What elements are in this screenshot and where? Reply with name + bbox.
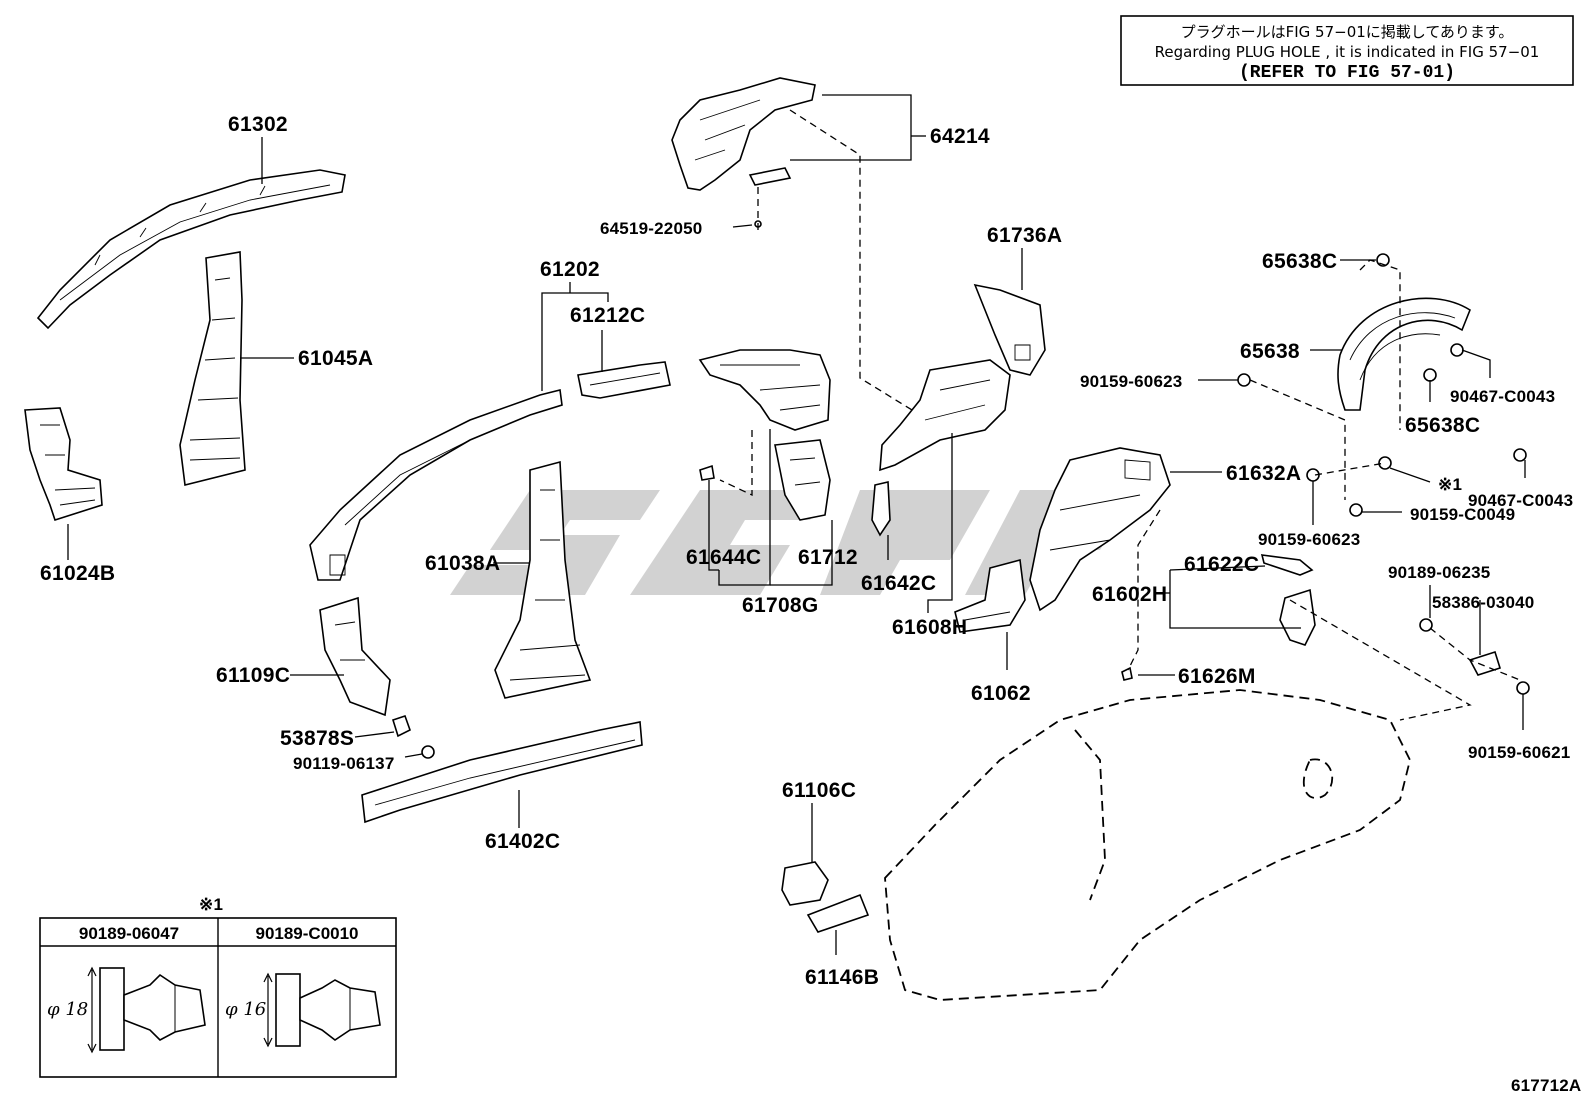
table-col-90189-C0010: 90189-C0010 <box>255 924 358 943</box>
clip-drawing-2: φ 16 <box>225 972 381 1048</box>
note-line-refer: (REFER TO FIG 57-01) <box>1239 63 1455 83</box>
part-61109C-shape <box>319 596 391 717</box>
label-61045A[interactable]: 61045A <box>298 347 373 370</box>
note-box: プラグホールはFIG 57−01に掲載してあります。 Regarding PLU… <box>1120 15 1574 86</box>
part-61602H-shape <box>1279 588 1316 646</box>
label-61212C[interactable]: 61212C <box>570 304 645 327</box>
label-61038A[interactable]: 61038A <box>425 552 500 575</box>
label-61708G[interactable]: 61708G <box>742 594 819 617</box>
label-90159-C0049[interactable]: 90159-C0049 <box>1410 505 1515 524</box>
clip-drawing-1: φ 18 <box>47 966 206 1054</box>
assembly-dashed-lines <box>719 109 1521 721</box>
part-labels: 61302 61045A 61024B 61202 61212C 61038A … <box>40 113 1573 989</box>
label-61302[interactable]: 61302 <box>228 113 288 136</box>
part-61062-shape <box>954 558 1026 633</box>
label-58386-03040[interactable]: 58386-03040 <box>1432 593 1534 612</box>
label-90119-06137[interactable]: 90119-06137 <box>293 754 394 773</box>
note-line-english: Regarding PLUG HOLE , it is indicated in… <box>1155 43 1540 61</box>
fastener-90159-60621-shape <box>1516 681 1530 695</box>
fastener-mark1-shape <box>1378 456 1392 470</box>
label-90467-C0043-b[interactable]: 90467-C0043 <box>1468 491 1573 510</box>
part-61608H-shape <box>879 359 1011 472</box>
part-61024B-shape <box>24 407 103 522</box>
label-64519-22050[interactable]: 64519-22050 <box>600 219 702 238</box>
label-61622C[interactable]: 61622C <box>1184 553 1259 576</box>
label-90159-60623-a[interactable]: 90159-60623 <box>1080 372 1182 391</box>
label-61626M[interactable]: 61626M <box>1178 665 1256 688</box>
fastener-90467-C0043-b-shape <box>1513 448 1527 462</box>
part-61106C-shape <box>781 861 829 906</box>
label-61712[interactable]: 61712 <box>798 546 858 569</box>
dim-phi-18: φ 18 <box>47 999 88 1020</box>
part-61626M-shape <box>1121 666 1133 681</box>
part-61146B-shape <box>806 893 870 933</box>
label-65638[interactable]: 65638 <box>1240 340 1300 363</box>
label-61202[interactable]: 61202 <box>540 258 600 281</box>
label-90189-06235[interactable]: 90189-06235 <box>1388 563 1490 582</box>
part-65638-shape <box>1337 297 1471 411</box>
fastener-90467-C0043-a-shape <box>1450 343 1464 357</box>
label-90159-60621[interactable]: 90159-60621 <box>1468 743 1570 762</box>
part-61202-shape <box>309 389 563 581</box>
label-61106C[interactable]: 61106C <box>782 779 856 802</box>
part-58386-03040-shape <box>1468 650 1502 676</box>
part-61402C-shape <box>361 721 643 824</box>
fastener-90189-06235-shape <box>1419 618 1433 632</box>
dim-phi-16: φ 16 <box>225 999 266 1020</box>
label-61024B[interactable]: 61024B <box>40 562 115 585</box>
fastener-90159-C0049-shape <box>1349 503 1363 517</box>
label-65638C-bottom[interactable]: 65638C <box>1405 414 1480 437</box>
label-90159-60623-b[interactable]: 90159-60623 <box>1258 530 1360 549</box>
label-61644C[interactable]: 61644C <box>686 546 761 569</box>
part-61644C-shape <box>699 464 715 481</box>
part-61632A-shape <box>1029 447 1171 612</box>
label-65638C-top[interactable]: 65638C <box>1262 250 1337 273</box>
label-61632A[interactable]: 61632A <box>1226 462 1301 485</box>
part-61302-shape <box>36 169 346 330</box>
part-61045A-shape <box>179 251 246 486</box>
part-90119-06137-shape <box>421 745 435 759</box>
part-61212C-shape <box>577 361 671 399</box>
label-61109C[interactable]: 61109C <box>216 664 290 687</box>
label-61402C[interactable]: 61402C <box>485 830 560 853</box>
fastener-65638C-bottom-shape <box>1423 368 1437 382</box>
label-61602H[interactable]: 61602H <box>1092 583 1167 606</box>
body-side-outline <box>884 689 1411 1001</box>
part-53878S-shape <box>392 714 411 738</box>
fastener-reference-table: ※1 90189-06047 90189-C0010 φ 18 φ 16 <box>39 895 397 1078</box>
figure-id: 617712A <box>1511 1076 1581 1095</box>
part-61708G-shape <box>698 349 831 431</box>
fastener-90159-60623-a-shape <box>1237 373 1251 387</box>
part-64214-shape <box>671 77 816 191</box>
table-col-90189-06047: 90189-06047 <box>79 924 179 943</box>
table-mark: ※1 <box>199 895 223 914</box>
note-line-japanese: プラグホールはFIG 57−01に掲載してあります。 <box>1181 23 1514 41</box>
label-mark1: ※1 <box>1438 475 1462 494</box>
part-61038A-shape <box>494 460 592 699</box>
part-61642C-shape <box>871 481 891 537</box>
label-61608H[interactable]: 61608H <box>892 616 967 639</box>
leader-lines <box>67 94 1526 955</box>
label-64214[interactable]: 64214 <box>930 125 990 148</box>
label-61736A[interactable]: 61736A <box>987 224 1062 247</box>
part-61622C-shape <box>1260 554 1314 576</box>
label-53878S[interactable]: 53878S <box>280 727 354 750</box>
label-61146B[interactable]: 61146B <box>805 966 879 989</box>
label-90467-C0043-a[interactable]: 90467-C0043 <box>1450 387 1555 406</box>
label-61642C[interactable]: 61642C <box>861 572 936 595</box>
part-61712-shape <box>774 439 831 521</box>
part-61736A-shape <box>973 283 1046 376</box>
label-61062[interactable]: 61062 <box>971 682 1031 705</box>
